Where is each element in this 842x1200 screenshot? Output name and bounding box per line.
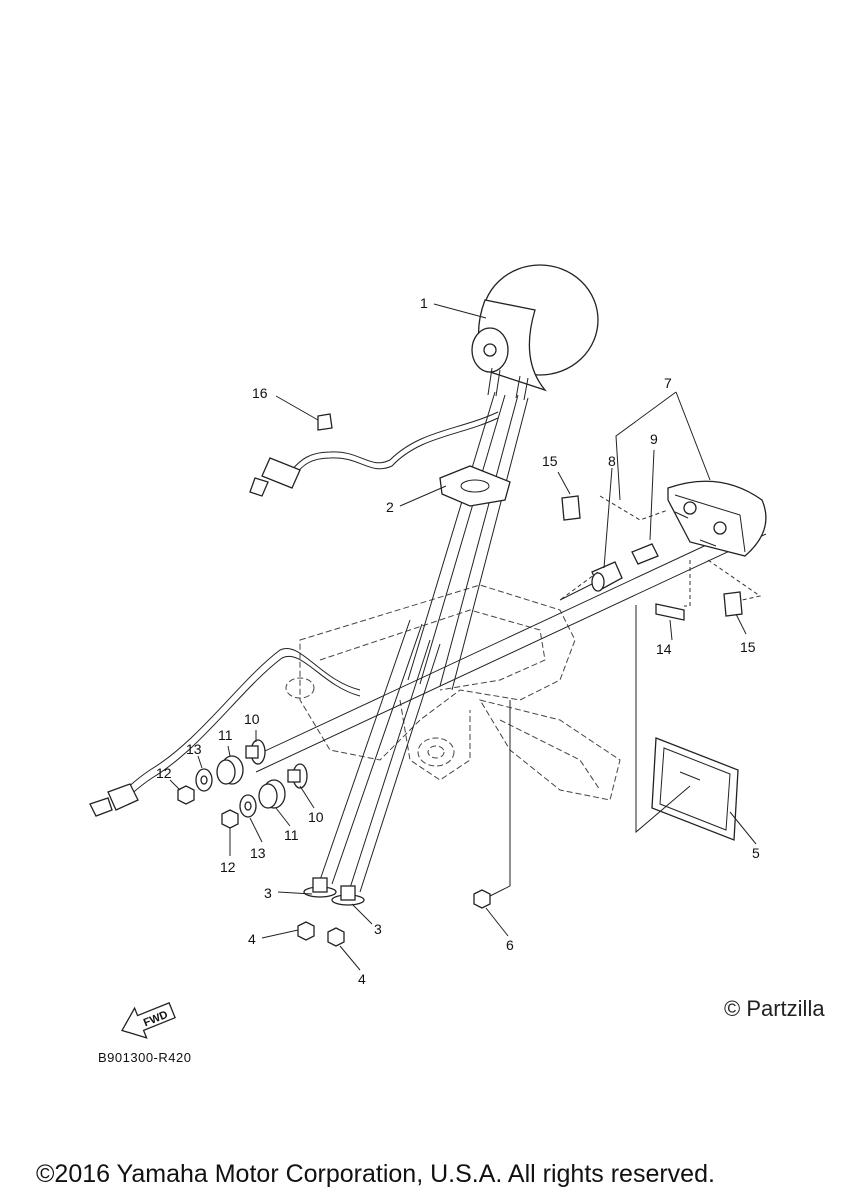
callout-7: 7	[664, 375, 672, 391]
diagram-id: B901300-R420	[98, 1050, 192, 1065]
callout-12-upper: 12	[156, 765, 172, 781]
grommet-11-lower	[258, 779, 286, 809]
callout-2: 2	[386, 499, 394, 515]
rear-wire-harness	[114, 647, 361, 801]
callout-4-left: 4	[248, 931, 256, 947]
assembly-guides	[489, 495, 762, 897]
callout-11-lower: 11	[284, 827, 299, 843]
callout-14: 14	[656, 641, 672, 657]
nut-12-lower	[221, 809, 239, 829]
lamp-wire-harness	[291, 411, 499, 471]
callout-16: 16	[252, 385, 268, 401]
copyright-notice: ©2016 Yamaha Motor Corporation, U.S.A. A…	[36, 1160, 715, 1188]
leader-lines	[169, 303, 757, 971]
fwd-arrow-icon: FWD	[121, 1001, 176, 1039]
lamp-connector	[249, 457, 301, 497]
callout-4-right: 4	[358, 971, 366, 987]
callout-3-left: 3	[264, 885, 272, 901]
mounting-rods	[249, 391, 767, 893]
collar-3-right	[331, 885, 365, 906]
callout-5: 5	[752, 845, 760, 861]
collar-3-left	[303, 877, 337, 898]
nut-12-upper	[177, 785, 195, 805]
grommet-11-upper	[216, 755, 244, 785]
cushion-right	[723, 591, 743, 617]
callout-8: 8	[608, 453, 616, 469]
washer-13-upper	[195, 768, 213, 792]
callout-15-left: 15	[542, 453, 558, 469]
collar-10-upper	[245, 739, 266, 765]
bulb	[631, 543, 659, 565]
washer-13-lower	[239, 794, 257, 818]
bulb-socket	[591, 561, 623, 592]
callout-11-upper: 11	[218, 727, 233, 743]
rear-connector	[89, 783, 139, 817]
turn-signal-assembly	[667, 480, 767, 557]
callout-12-lower: 12	[220, 859, 236, 875]
reflector-plate	[651, 737, 739, 841]
nut-4-left	[297, 921, 315, 941]
license-lamp-housing	[471, 264, 599, 401]
callouts: 1 16 2 7 9 8 15 15 14 5 10 10 11 11 13 1…	[156, 295, 760, 987]
nut-6	[473, 889, 491, 909]
callout-3-right: 3	[374, 921, 382, 937]
callout-9: 9	[650, 431, 658, 447]
callout-1: 1	[420, 295, 428, 311]
watermark: © Partzilla	[724, 996, 825, 1021]
callout-13-upper: 13	[186, 741, 202, 757]
collar-10-lower	[287, 763, 308, 789]
callout-10-upper: 10	[244, 711, 260, 727]
spacer-block	[655, 603, 685, 621]
callout-13-lower: 13	[250, 845, 266, 861]
callout-15-right: 15	[740, 639, 756, 655]
nut-4-right	[327, 927, 345, 947]
cushion-left	[561, 495, 581, 521]
callout-10-lower: 10	[308, 809, 324, 825]
rear-frame-bracket	[285, 584, 621, 801]
wire-clip	[317, 413, 333, 431]
lamp-bracket	[439, 465, 511, 507]
callout-6: 6	[506, 937, 514, 953]
